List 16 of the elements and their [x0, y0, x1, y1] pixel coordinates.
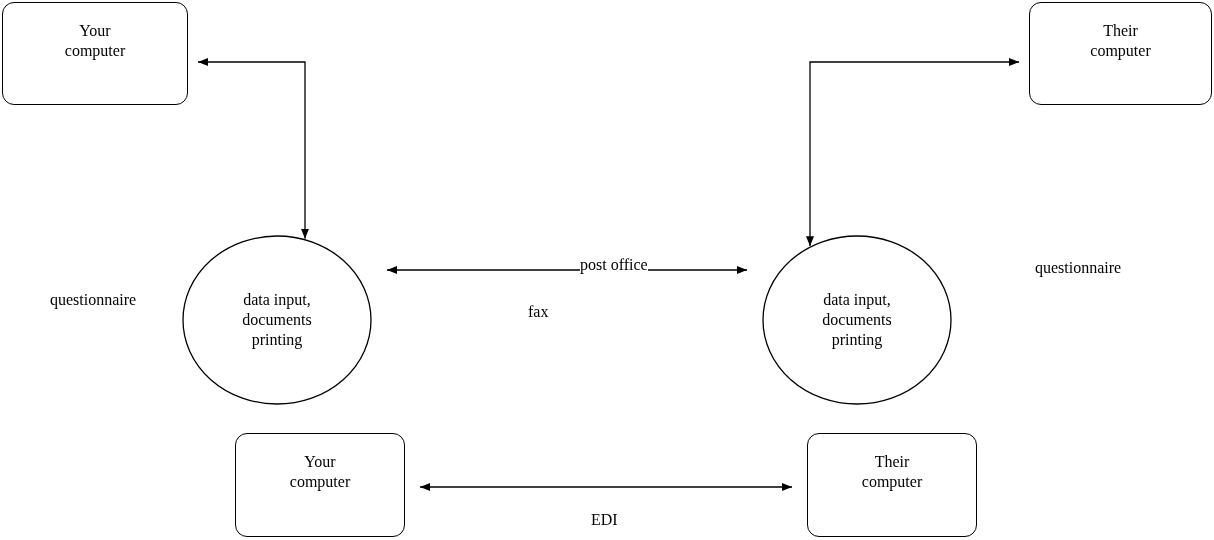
node-label: Your computer: [63, 21, 127, 61]
double-arrow: [806, 58, 1020, 247]
double-arrow: [197, 58, 309, 240]
node-label: Their computer: [860, 452, 924, 492]
computer-box: [1029, 2, 1212, 105]
process-ellipse: [182, 235, 372, 405]
computer-box: [235, 433, 405, 537]
computer-box: [2, 2, 188, 105]
node-label: Your computer: [288, 452, 352, 492]
node-label: Their computer: [1089, 21, 1152, 61]
node-label: data input, documents printing: [821, 290, 893, 350]
edge-label: post office: [580, 255, 648, 275]
double-arrow: [419, 483, 793, 491]
computer-box: [807, 433, 977, 537]
process-ellipse: [762, 235, 952, 405]
node-label: data input, documents printing: [241, 290, 313, 350]
